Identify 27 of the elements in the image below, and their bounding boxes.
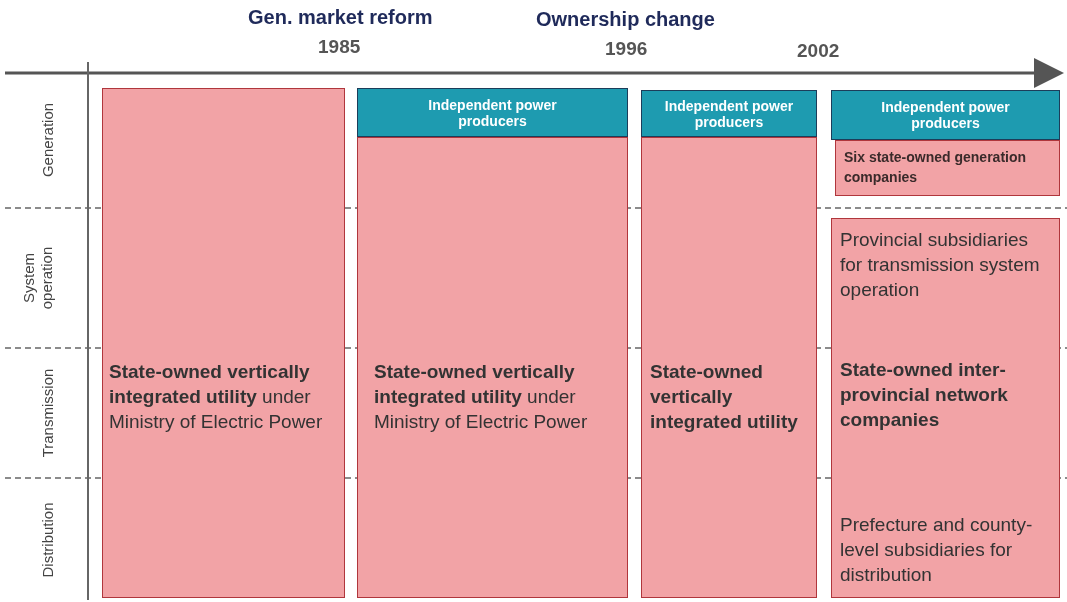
box-label: Independent power producers	[663, 97, 795, 130]
box-label: Independent power producers	[427, 96, 558, 129]
row-label: Generation	[39, 102, 57, 178]
year-label: 2002	[797, 40, 840, 62]
producers-box	[831, 90, 1060, 140]
row-label: Distribution	[39, 502, 57, 578]
companies-box	[835, 140, 1060, 196]
box-label: Independent power producers	[880, 99, 1011, 131]
year-label: 1996	[605, 38, 648, 60]
milestone-label: Ownership change	[536, 8, 715, 31]
milestone-label: Gen. market reform	[248, 6, 433, 29]
box-label: Six state-owned generation companies	[844, 149, 1027, 185]
year-label: 1985	[318, 36, 361, 58]
row-label: System operation	[20, 245, 56, 312]
box-label: Provincial subsidiaries for transmission system operation	[840, 228, 1041, 302]
row-label: Transmission	[39, 368, 57, 458]
producers-box	[641, 90, 817, 137]
utility-box	[102, 88, 345, 598]
box-label: State-owned vertically integrated utility under Ministry of Electric Power	[109, 360, 324, 434]
box-label: State-owned vertically integrated utility under Ministry of Electric Power	[374, 360, 589, 434]
box-label: Prefecture and county-level subsidiaries for distribution	[840, 513, 1034, 587]
producers-box	[357, 88, 628, 137]
utility-box	[357, 137, 628, 598]
subsidiaries-box	[831, 218, 1060, 598]
box-label: State-owned inter-provincial network companies	[840, 358, 1009, 432]
box-label: State-owned vertically integrated utility	[650, 360, 799, 434]
utility-box	[641, 137, 817, 598]
